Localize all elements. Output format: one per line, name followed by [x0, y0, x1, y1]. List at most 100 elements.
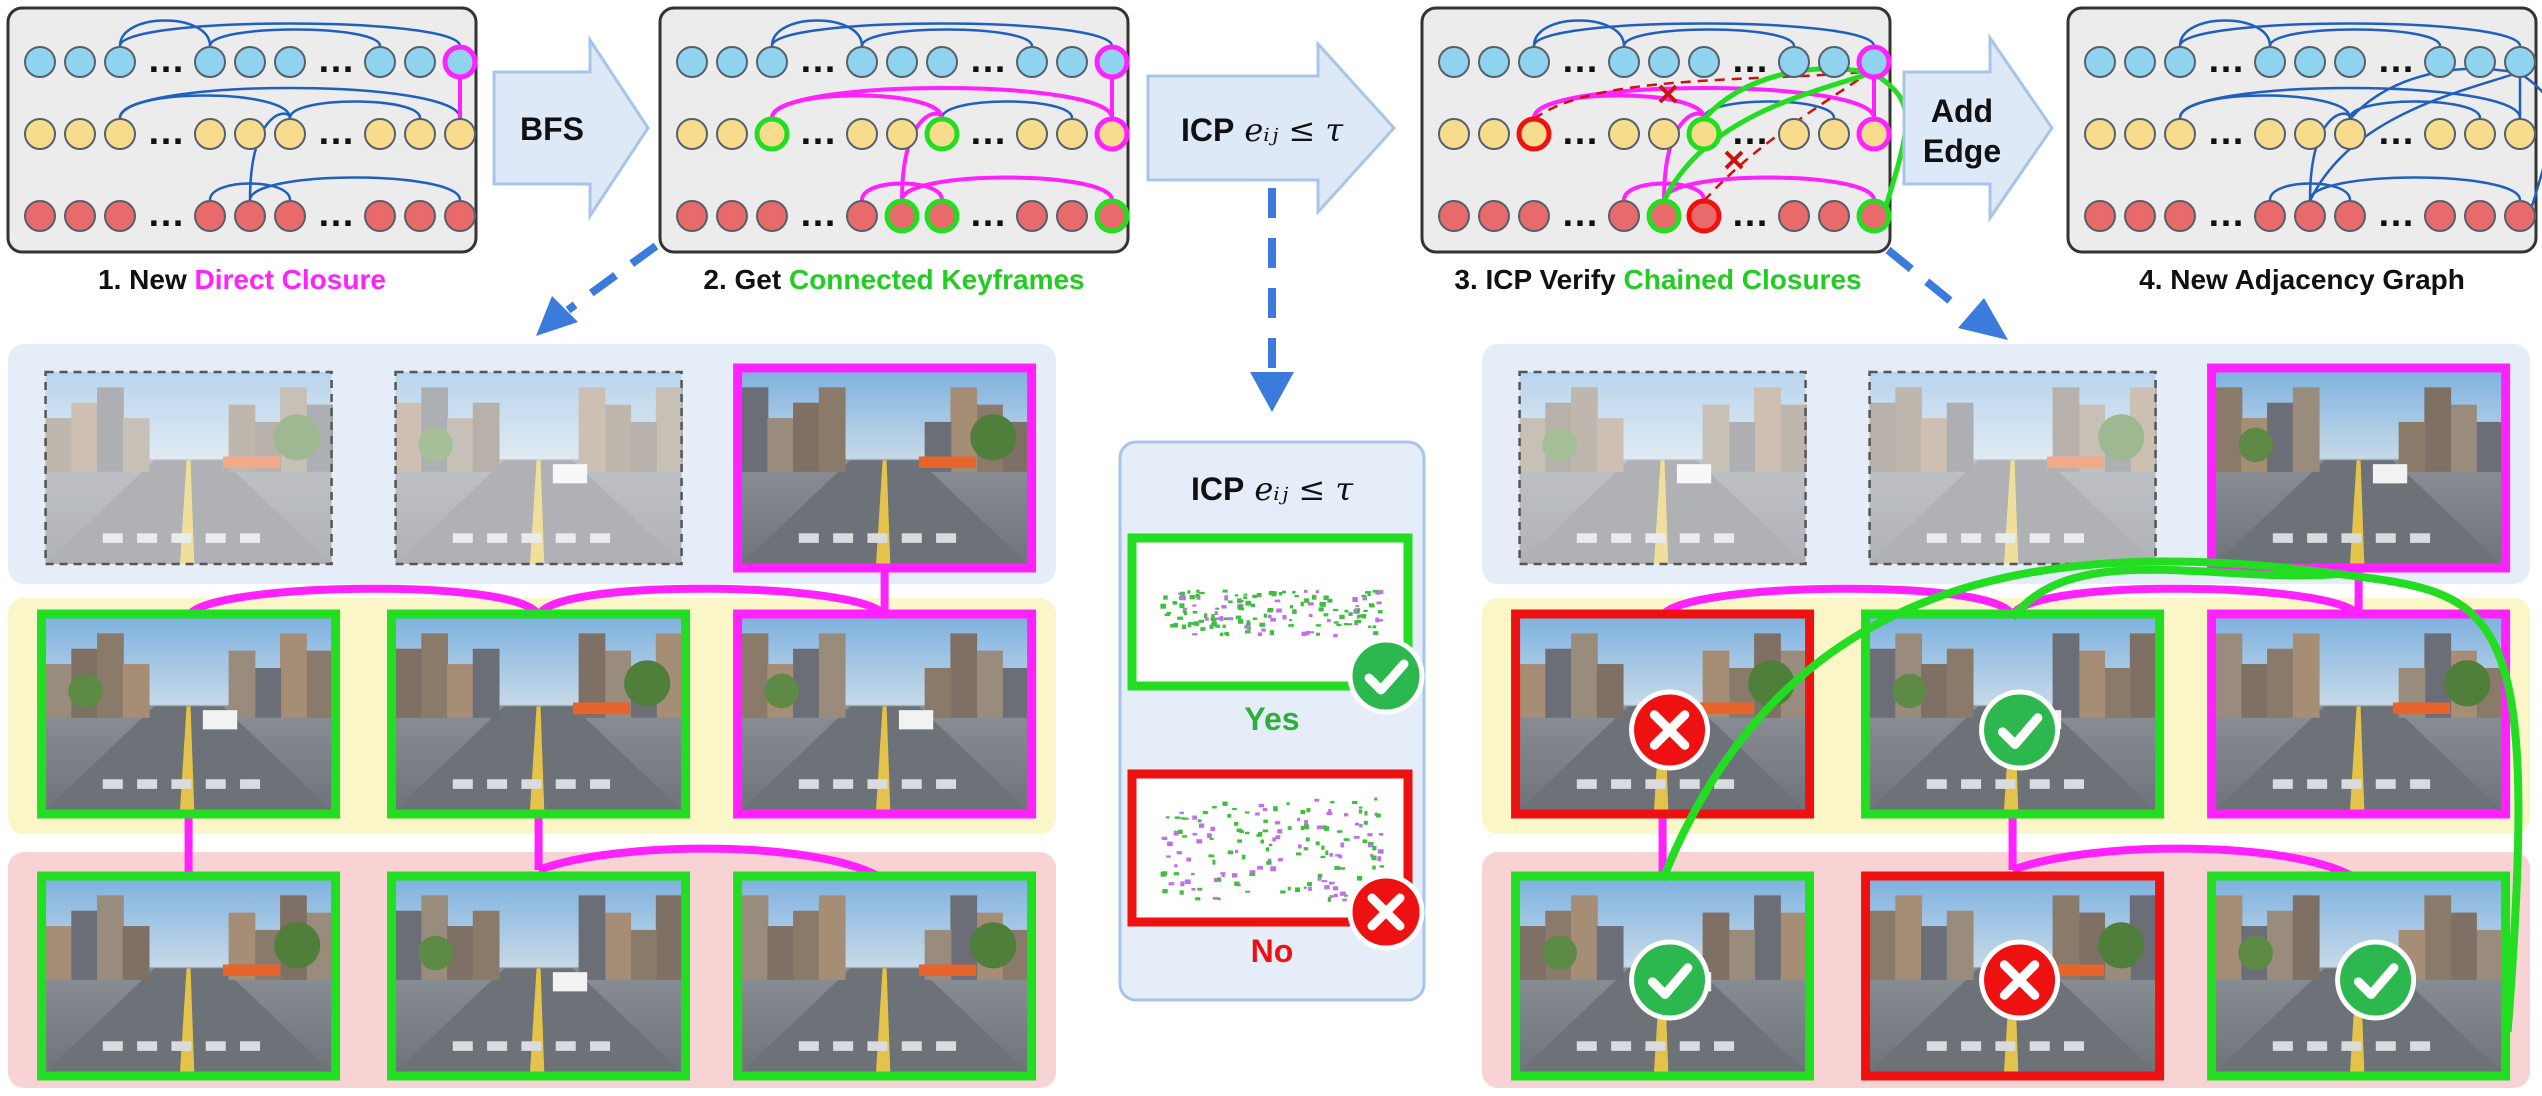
- point-cloud-point: [1214, 611, 1218, 616]
- scene-crosswalk: [1576, 533, 1597, 543]
- point-cloud-point: [1281, 590, 1287, 594]
- point-cloud-point: [1179, 890, 1184, 895]
- panel-2-graph: ………………: [676, 19, 1130, 235]
- keyframe-node-red: [756, 200, 788, 232]
- point-cloud-point: [1182, 609, 1186, 614]
- point-cloud-point: [1333, 621, 1339, 624]
- point-cloud-point: [1231, 873, 1238, 878]
- point-cloud-point: [1280, 890, 1286, 894]
- point-cloud-point: [1166, 611, 1172, 614]
- icp-failure-pointcloud: [1127, 769, 1413, 927]
- scene-building: [395, 648, 423, 718]
- point-cloud-point: [1372, 589, 1378, 593]
- scene-building: [818, 387, 846, 472]
- failed-check-edge: [1703, 74, 1865, 202]
- scene-crosswalk: [102, 1041, 123, 1051]
- point-cloud-point: [1348, 612, 1353, 616]
- keyframe-frame: [2207, 609, 2511, 819]
- graph-edge: [900, 111, 944, 201]
- point-cloud-point: [1294, 887, 1301, 893]
- new-closure-edge: [2523, 74, 2542, 207]
- point-cloud-point: [1358, 809, 1363, 814]
- point-cloud-point: [1215, 624, 1221, 628]
- street-scene-image: [395, 618, 683, 810]
- scene-building: [1895, 895, 1923, 980]
- scene-crosswalk: [2307, 1041, 2328, 1051]
- scene-tree: [1542, 427, 1577, 463]
- scene-building: [793, 910, 820, 980]
- scene-building: [2215, 633, 2243, 718]
- point-cloud-point: [1246, 623, 1251, 627]
- scene-building: [2292, 387, 2320, 472]
- point-cloud-point: [1277, 829, 1283, 834]
- chained-closure-link: [2338, 570, 2523, 1033]
- scene-crosswalk: [798, 779, 819, 789]
- scene-tree: [2238, 935, 2273, 971]
- graph-ellipsis: …: [317, 193, 355, 235]
- point-cloud-point: [1212, 896, 1218, 900]
- point-cloud-point: [1212, 859, 1216, 865]
- scene-crosswalk: [901, 1041, 922, 1051]
- keyframe-frame: [1861, 871, 2165, 1081]
- keyframe-node-blue: [926, 46, 958, 78]
- panel-3-graph: ………………: [1438, 19, 1909, 235]
- point-cloud-point: [1180, 881, 1185, 887]
- keyframe-node-yellow: [1686, 116, 1722, 152]
- scene-vehicle: [2372, 464, 2408, 484]
- graph-edge: [248, 176, 462, 201]
- point-cloud-point: [1326, 618, 1331, 623]
- point-cloud-point: [1367, 593, 1371, 597]
- check-circle-icon: [1347, 637, 1425, 715]
- point-cloud-point: [1183, 607, 1188, 610]
- scene-crosswalk: [2410, 779, 2431, 789]
- scene-building: [122, 926, 150, 980]
- keyframe-node-yellow: [1016, 118, 1048, 150]
- point-cloud-point: [1315, 632, 1320, 636]
- point-cloud-point: [1266, 860, 1272, 865]
- point-cloud-point: [1273, 806, 1278, 812]
- scene-building: [741, 895, 769, 980]
- scene-tree: [970, 414, 1017, 461]
- scene-crosswalk: [1611, 1041, 1632, 1051]
- scene-building: [630, 929, 657, 980]
- point-cloud-point: [1372, 865, 1376, 870]
- point-cloud-point: [1216, 877, 1222, 882]
- point-cloud-point: [1198, 591, 1205, 595]
- keyframe-node-red: [676, 200, 708, 232]
- scene-building: [1946, 402, 1974, 472]
- scene-awning: [222, 964, 281, 976]
- keyframe-node-blue: [2294, 46, 2326, 78]
- point-cloud-point: [1174, 864, 1178, 868]
- point-cloud-point: [1372, 845, 1377, 851]
- scene-awning: [572, 702, 631, 714]
- scene-building: [1754, 387, 1781, 472]
- graph-edge: [1622, 28, 1796, 47]
- scene-crosswalk: [1645, 779, 1666, 789]
- point-cloud-point: [1300, 809, 1306, 815]
- keyframe-link: [2011, 844, 2361, 884]
- keyframe-node-blue: [756, 46, 788, 78]
- point-cloud-point: [1207, 833, 1212, 839]
- scene-crosswalk: [1995, 779, 2016, 789]
- point-cloud-point: [1329, 853, 1333, 857]
- scene-awning: [2392, 702, 2451, 714]
- point-cloud-point: [1354, 621, 1359, 626]
- graph-edge: [248, 112, 292, 201]
- scene-crosswalk: [2410, 1041, 2431, 1051]
- keyframe-node-red: [2124, 200, 2156, 232]
- scene-crosswalk: [102, 779, 123, 789]
- scene-crosswalk: [867, 779, 888, 789]
- keyframe-node-yellow: [1478, 118, 1510, 150]
- faded-frame: [394, 370, 683, 566]
- fade-overlay: [1869, 372, 2156, 564]
- scene-building: [793, 402, 820, 472]
- keyframe-node-red: [2254, 200, 2286, 232]
- keyframe-node-red: [2334, 200, 2366, 232]
- street-scene-image: [2215, 618, 2503, 810]
- scene-crosswalk: [487, 779, 508, 789]
- scene-building: [280, 633, 307, 718]
- point-cloud-point: [1198, 823, 1205, 828]
